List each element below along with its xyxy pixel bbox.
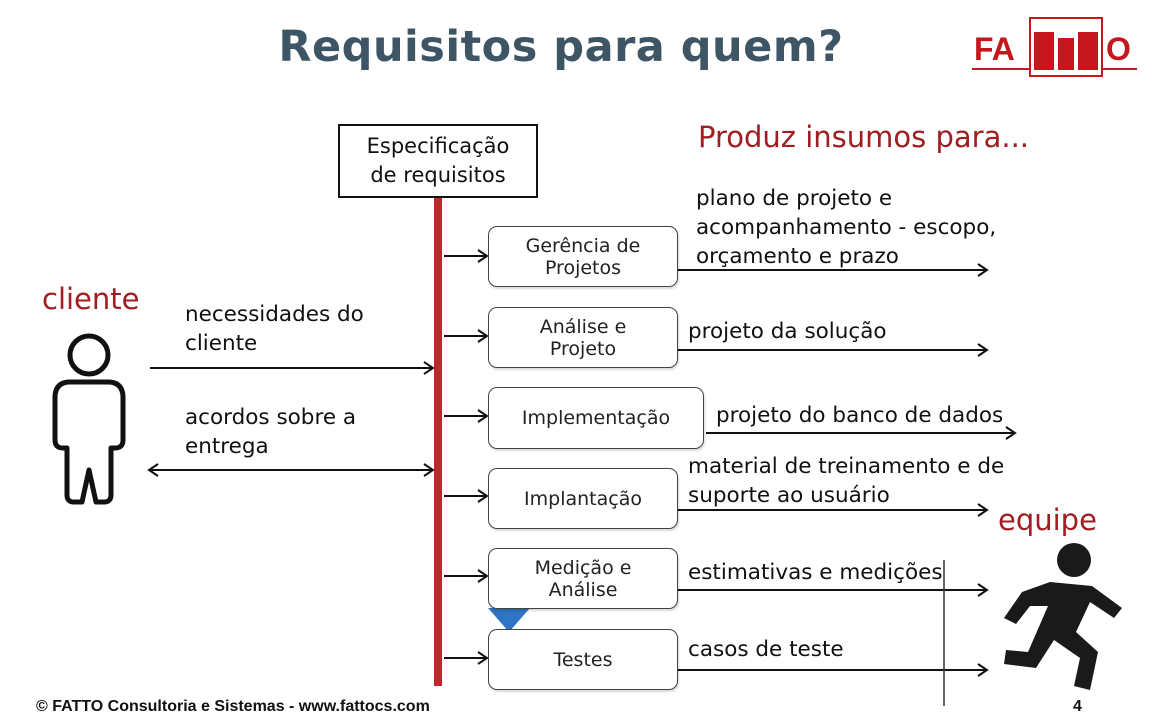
arrows-to-processes (444, 249, 489, 665)
arrow-agreements (147, 463, 435, 477)
footer-copyright: © FATTO Consultoria e Sistemas - www.fat… (36, 698, 430, 715)
output-implantacao: material de treinamento e de suporte ao … (688, 454, 1005, 508)
process-box-testes: Testes (488, 629, 678, 690)
arrow-needs (150, 361, 435, 375)
output-analise: projeto da solução (688, 319, 887, 344)
needs-label: necessidades do cliente (185, 302, 364, 356)
output-medicao: estimativas e medições (688, 560, 943, 585)
logo-text-left: FA (974, 31, 1015, 67)
fatto-logo: FA O (972, 16, 1142, 82)
spec-box-line2: de requisitos (370, 163, 506, 187)
cliente-label: cliente (42, 282, 140, 316)
process-box-implantacao: Implantação (488, 468, 678, 529)
arrows-outputs (678, 263, 1017, 677)
equipe-label: equipe (998, 503, 1097, 537)
output-gerencia: plano de projeto e acompanhamento - esco… (696, 186, 997, 269)
spec-box-line1: Especificação (366, 134, 510, 158)
produz-heading: Produz insumos para... (698, 120, 1030, 154)
output-implementacao: projeto do banco de dados (716, 403, 1004, 428)
logo-text-right: O (1106, 31, 1131, 67)
running-person-icon (1004, 543, 1122, 690)
person-icon (52, 333, 126, 505)
output-testes: casos de teste (688, 637, 844, 662)
slide-title: Requisitos para quem? (278, 22, 844, 72)
spine-line (434, 198, 442, 686)
process-box-implementacao: Implementação (488, 387, 704, 449)
spec-requisitos-box: Especificação de requisitos (338, 124, 538, 198)
page-number: 4 (1073, 698, 1082, 715)
agreements-label: acordos sobre a entrega (185, 405, 357, 459)
